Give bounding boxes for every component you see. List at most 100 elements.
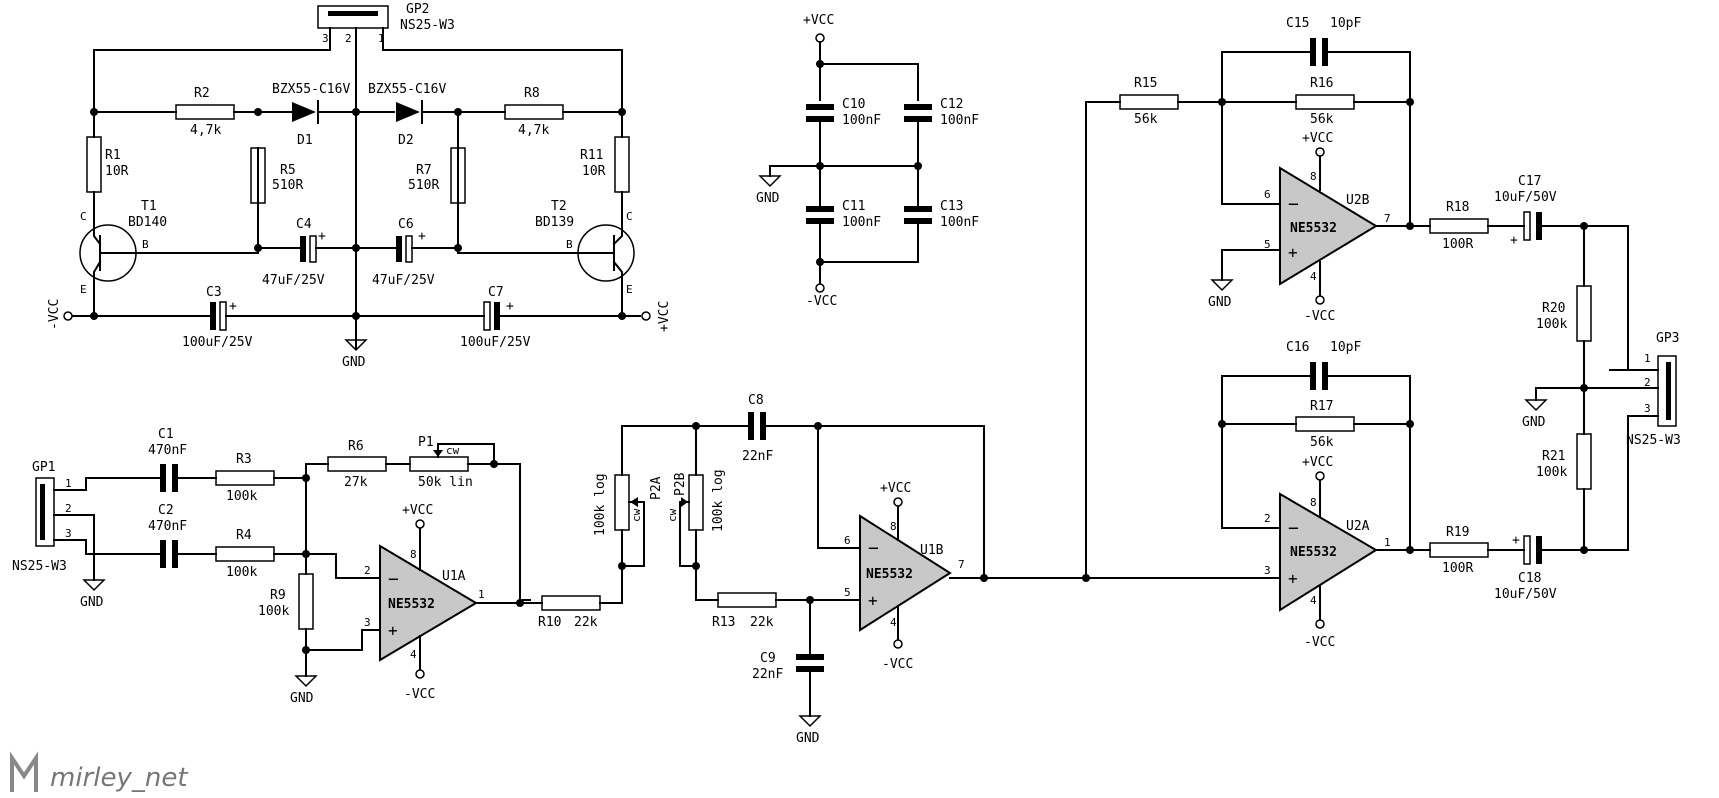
d2-value: BZX55-C16V xyxy=(368,82,446,97)
r19-value: 100R xyxy=(1442,561,1473,576)
pos-vcc-terminal xyxy=(641,311,651,321)
u1b-pin-vcc: 8 xyxy=(890,520,897,533)
r21-value: 100k xyxy=(1536,465,1567,480)
watermark: mirley_net xyxy=(10,751,188,793)
r13-ref: R13 xyxy=(712,615,735,630)
svg-text:+: + xyxy=(868,591,878,610)
c16-capacitor xyxy=(1310,362,1316,390)
r13-value: 22k xyxy=(750,615,774,630)
supply-gnd-symbol xyxy=(344,339,368,352)
dec-gnd: GND xyxy=(756,191,780,206)
u2a-pin-inv: 2 xyxy=(1264,512,1271,525)
t2-transistor: C B E T2 BD139 xyxy=(457,199,635,317)
svg-text:+: + xyxy=(1512,533,1520,548)
u2a-vee: -VCC xyxy=(1304,635,1335,650)
u2b-vee: -VCC xyxy=(1304,309,1335,324)
u1b-vee: -VCC xyxy=(882,657,913,672)
gp2-pin3: 3 xyxy=(322,32,329,45)
gp2-value: NS25-W3 xyxy=(400,18,455,33)
r16-ref: R16 xyxy=(1310,76,1333,91)
supply-gnd-label: GND xyxy=(342,355,366,370)
c17-value: 10uF/50V xyxy=(1494,190,1557,205)
c16-value: 10pF xyxy=(1330,340,1361,355)
r2-ref: R2 xyxy=(194,86,210,101)
r18-value: 100R xyxy=(1442,237,1473,252)
r8-resistor xyxy=(504,104,564,120)
r15-resistor xyxy=(1119,94,1179,110)
svg-text:−: − xyxy=(1288,518,1299,539)
r17-ref: R17 xyxy=(1310,399,1333,414)
gp1-connector xyxy=(35,477,55,547)
r10-resistor xyxy=(541,595,601,611)
u2b-opamp xyxy=(1279,166,1378,286)
u1b-opamp xyxy=(859,514,952,632)
u2b-vcc: +VCC xyxy=(1302,131,1333,146)
decoupling-section: +VCC -VCC GND C10 100nF C12 100nF C11 10… xyxy=(756,13,979,309)
u1a-pin-vcc: 8 xyxy=(410,548,417,561)
c7-capacitor xyxy=(494,302,500,330)
r3-resistor xyxy=(215,470,275,486)
r4-resistor xyxy=(215,546,275,562)
svg-text:+: + xyxy=(1288,243,1298,262)
c7-ref: C7 xyxy=(488,285,504,300)
gp3-value: NS25-W3 xyxy=(1626,433,1681,448)
c3-ref: C3 xyxy=(206,285,222,300)
r5-ref: R5 xyxy=(280,163,296,178)
svg-text:+: + xyxy=(229,299,237,314)
c15-value: 10pF xyxy=(1330,16,1361,31)
p2b-cw: cw xyxy=(666,508,679,522)
c7-value: 100uF/25V xyxy=(460,335,531,350)
svg-text:+: + xyxy=(506,299,514,314)
u2a-pin-vee: 4 xyxy=(1310,594,1317,607)
t1-pin-c: C xyxy=(80,210,87,223)
r18-resistor xyxy=(1429,218,1489,234)
neg-vcc-label: -VCC xyxy=(47,299,62,330)
filter-gnd: GND xyxy=(796,731,820,746)
u1a-pin-inv: 2 xyxy=(364,564,371,577)
u1a-vee: -VCC xyxy=(404,687,435,702)
d1-diode xyxy=(292,102,316,122)
c11-value: 100nF xyxy=(842,215,881,230)
c6-ref: C6 xyxy=(398,217,414,232)
t1-ref: T1 xyxy=(141,199,157,214)
c11-ref: C11 xyxy=(842,199,865,214)
r7-resistor xyxy=(450,147,466,204)
svg-text:+: + xyxy=(1288,569,1298,588)
u2b-pin-vcc: 8 xyxy=(1310,170,1317,183)
r3-ref: R3 xyxy=(236,452,252,467)
c12-ref: C12 xyxy=(940,97,963,112)
u1a-ref: U1A xyxy=(442,569,466,584)
r16-value: 56k xyxy=(1310,112,1334,127)
gp3-ref: GP3 xyxy=(1656,331,1679,346)
c18-value: 10uF/50V xyxy=(1494,587,1557,602)
c15-capacitor xyxy=(1310,38,1316,66)
u2a-ref: U2A xyxy=(1346,519,1370,534)
c6-value: 47uF/25V xyxy=(372,273,435,288)
dec-vcc-bottom: -VCC xyxy=(806,294,837,309)
u2b-pin-noninv: 5 xyxy=(1264,238,1271,251)
u1a-vcc: +VCC xyxy=(402,503,433,518)
r5-resistor xyxy=(250,147,266,204)
u1a-pin-vee: 4 xyxy=(410,648,417,661)
output-section: R15 56k C15 10pF R16 56k − + NE5532 U2B … xyxy=(1082,16,1681,650)
u1a-part: NE5532 xyxy=(388,597,435,612)
r7-ref: R7 xyxy=(416,163,432,178)
gp1-gnd: GND xyxy=(80,595,104,610)
r11-value: 10R xyxy=(582,164,606,179)
r11-resistor xyxy=(614,136,630,193)
u1b-pin-inv: 6 xyxy=(844,534,851,547)
c9-ref: C9 xyxy=(760,651,776,666)
u2b-ref: U2B xyxy=(1346,193,1370,208)
u1b-ref: U1B xyxy=(920,543,944,558)
gp1-value: NS25-W3 xyxy=(12,559,67,574)
c16-ref: C16 xyxy=(1286,340,1309,355)
c2-capacitor xyxy=(160,540,166,568)
r21-ref: R21 xyxy=(1542,449,1565,464)
p1-potentiometer xyxy=(409,456,469,472)
gp1-pin1: 1 xyxy=(65,477,72,490)
r17-value: 56k xyxy=(1310,435,1334,450)
u1b-pin-out: 7 xyxy=(958,558,965,571)
neg-vcc-terminal xyxy=(63,311,73,321)
u2b-part: NE5532 xyxy=(1290,221,1337,236)
